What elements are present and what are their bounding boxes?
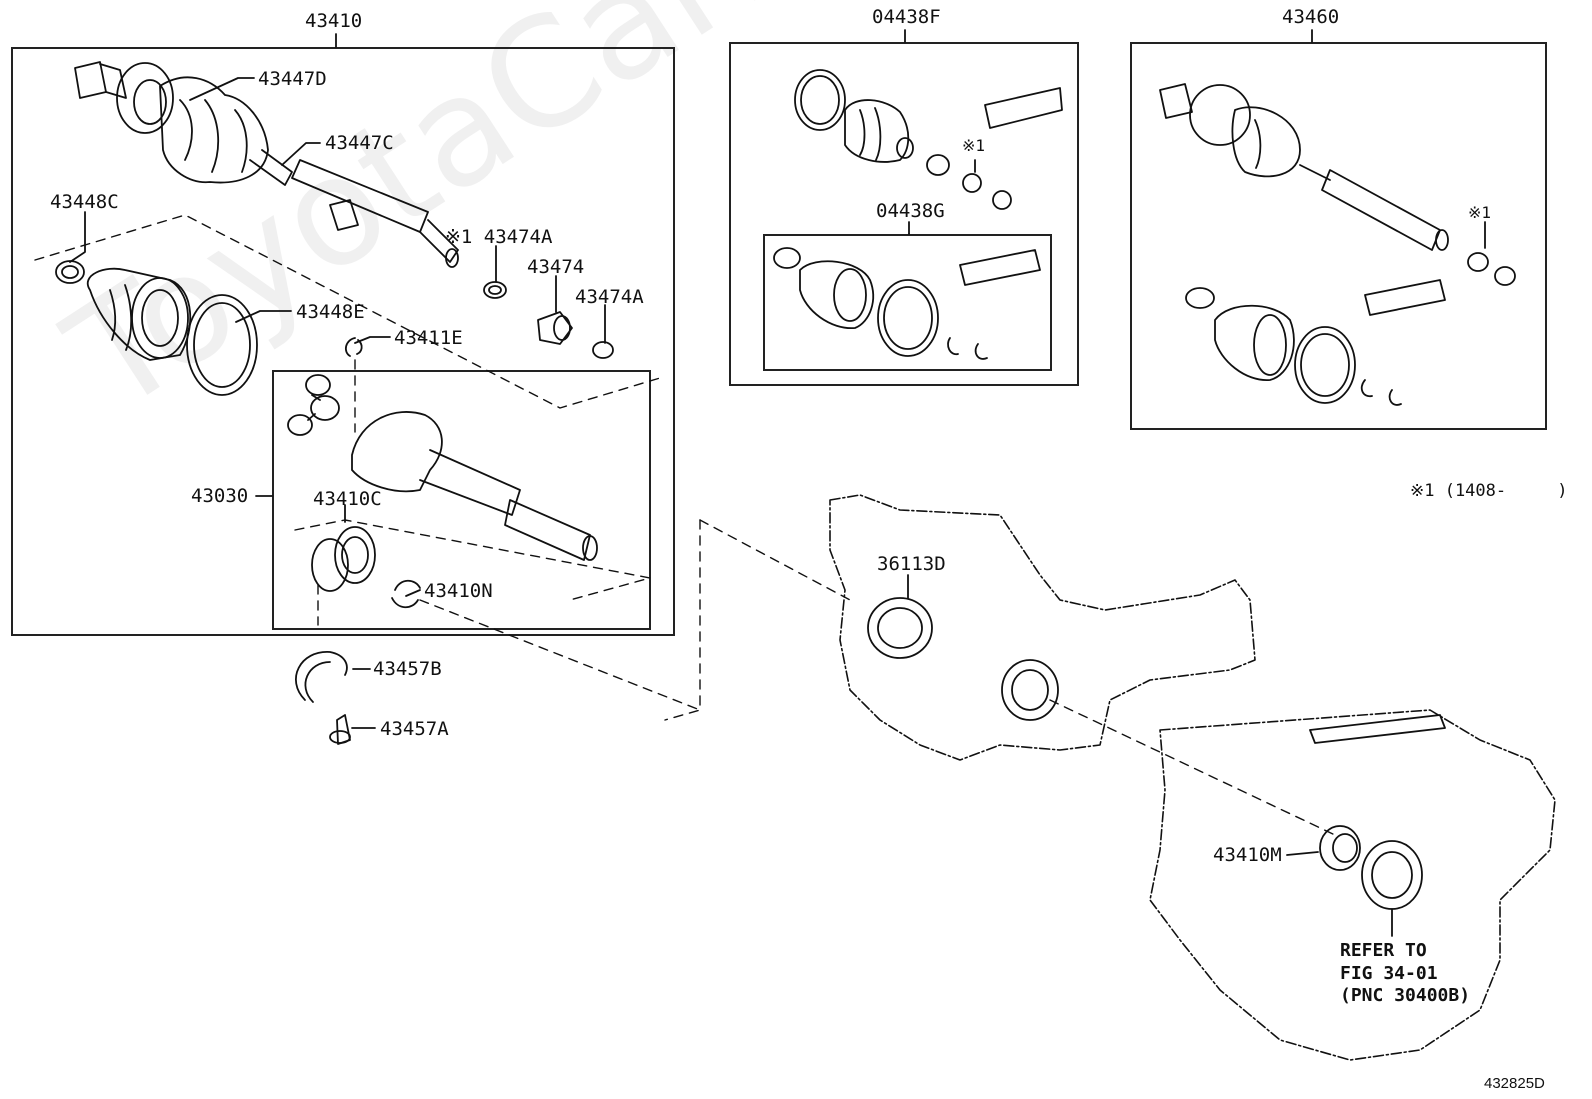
differential-housing: [829, 494, 1556, 1061]
label-43410M: 43410M: [1213, 844, 1282, 866]
label-43474A: 43474A: [575, 286, 644, 308]
label-04438F: 04438F: [872, 6, 941, 28]
footnote: ※1 (1408- ): [1410, 481, 1568, 501]
label-43410: 43410: [305, 10, 363, 32]
label-43447C: 43447C: [325, 132, 394, 154]
inner-boot: [87, 267, 192, 361]
box-04438G: [763, 234, 1052, 371]
box-43030: [272, 370, 651, 630]
label-mark1-right: ※1: [1468, 203, 1492, 222]
box-04438F: [729, 42, 1079, 386]
label-43411E: 43411E: [394, 327, 463, 349]
label-43410N: 43410N: [424, 580, 493, 602]
label-43457A: 43457A: [380, 718, 449, 740]
label-43448E: 43448E: [296, 301, 365, 323]
right-shaft: [1159, 83, 1449, 251]
refer-note: REFER TO FIG 34-01 (PNC 30400B): [1340, 940, 1471, 1006]
label-43447D: 43447D: [258, 68, 327, 90]
box-43460: [1130, 42, 1547, 430]
label-mark1-kit: ※1: [962, 136, 986, 155]
figure-id: 432825D: [1484, 1075, 1545, 1092]
label-43030: 43030: [191, 485, 249, 507]
box-43410: [11, 47, 675, 636]
label-43448C: 43448C: [50, 191, 119, 213]
label-43474A-marked: ※1 43474A: [445, 226, 553, 248]
label-04438G: 04438G: [876, 200, 945, 222]
label-36113D: 36113D: [877, 553, 946, 575]
label-43457B: 43457B: [373, 658, 442, 680]
tripod-joint: [287, 374, 340, 436]
label-43410C: 43410C: [313, 488, 382, 510]
inner-joint-shaft: [351, 411, 598, 561]
label-43460: 43460: [1282, 6, 1340, 28]
label-43474: 43474: [527, 256, 585, 278]
outer-joint-shaft: [74, 61, 459, 268]
